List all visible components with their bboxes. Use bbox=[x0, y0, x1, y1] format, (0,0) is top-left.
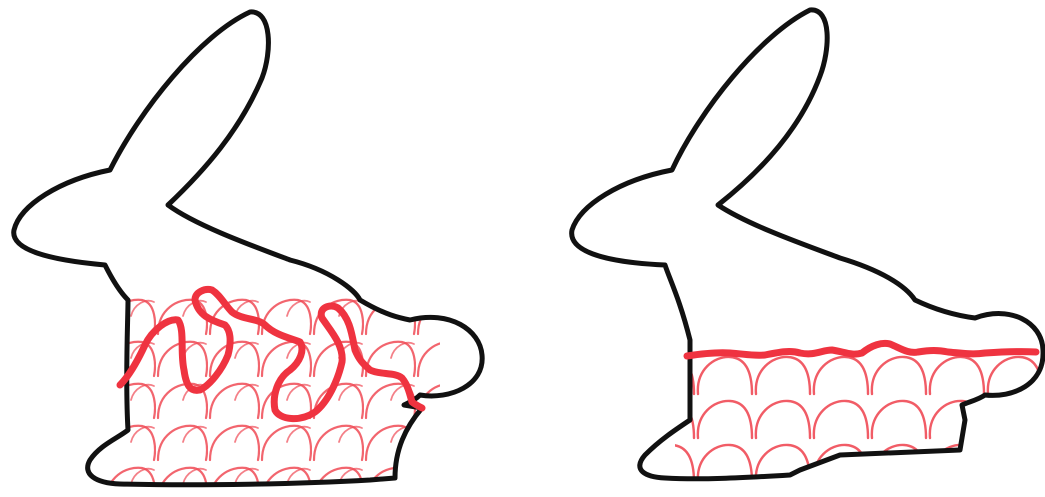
layer-boundary-right bbox=[687, 343, 1036, 356]
bunny-left bbox=[14, 12, 482, 490]
cell-pattern-right bbox=[675, 352, 1045, 487]
bunny-right bbox=[572, 10, 1045, 487]
